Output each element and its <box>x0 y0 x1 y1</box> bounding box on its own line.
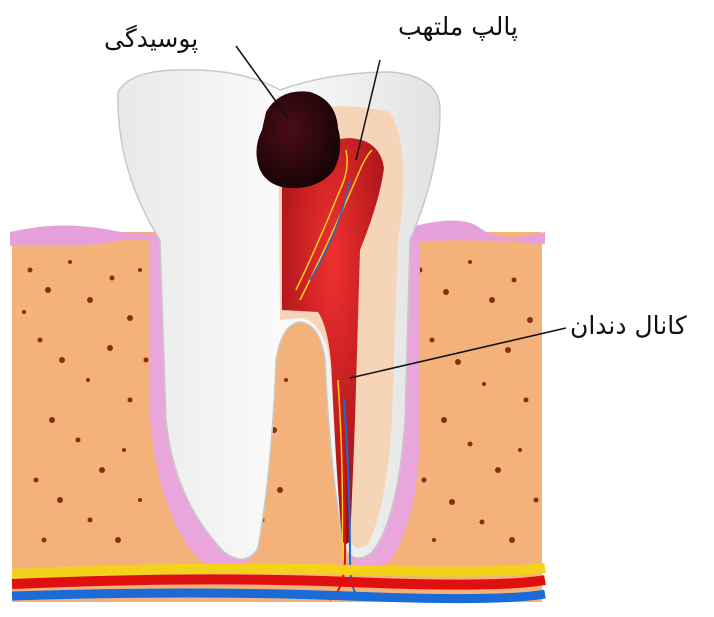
label-inflamed-pulp: پالپ ملتهب <box>398 14 518 39</box>
label-root-canal: کانال دندان <box>570 313 687 338</box>
label-caries: پوسیدگی <box>104 26 198 51</box>
